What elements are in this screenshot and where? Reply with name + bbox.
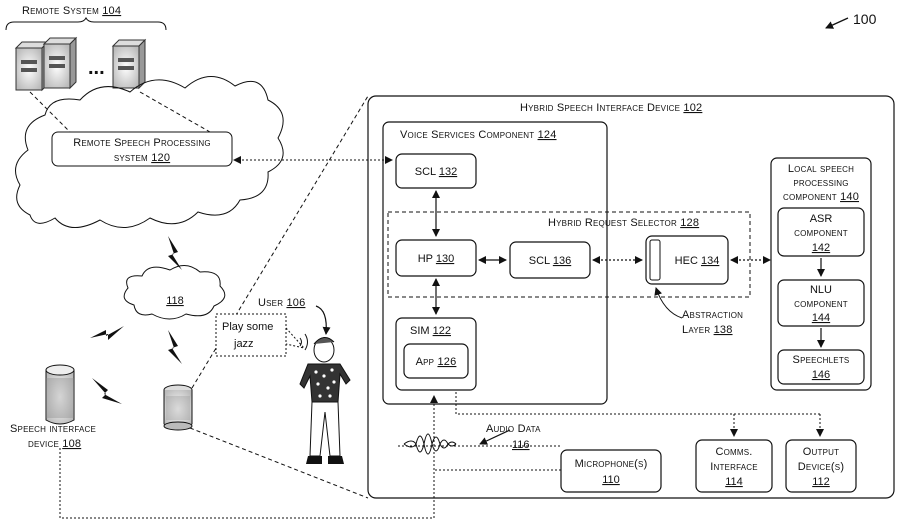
svg-text:system 120: system 120: [114, 152, 170, 164]
svg-text:144: 144: [812, 312, 830, 324]
svg-text:142: 142: [812, 242, 830, 254]
user-speech-bubble: Play some jazz: [215, 313, 306, 357]
svg-text:Remote Speech Processing: Remote Speech Processing: [73, 137, 211, 149]
speech-device-108-icon: [45, 364, 75, 425]
svg-text:Output: Output: [803, 446, 839, 458]
sim-122-box: SIM 122 App 126: [395, 317, 477, 391]
svg-text:device 108: device 108: [28, 438, 81, 450]
svg-text:ASR: ASR: [810, 213, 833, 225]
svg-text:Hybrid Request Selector 128: Hybrid Request Selector 128: [548, 217, 699, 229]
hybrid-request-selector-box: Hybrid Request Selector 128: [387, 211, 751, 298]
svg-text:100: 100: [853, 11, 877, 27]
svg-text:jazz: jazz: [233, 338, 254, 350]
svg-text:Speechlets: Speechlets: [793, 354, 850, 366]
comms-interface-114-box: Comms. Interface 114: [695, 439, 773, 493]
svg-text:Layer 138: Layer 138: [682, 324, 733, 336]
svg-text:SIM 122: SIM 122: [410, 325, 451, 337]
user-label: User 106: [258, 297, 305, 309]
svg-text:processing: processing: [793, 177, 848, 189]
hp-130-box: HP 130: [395, 239, 477, 277]
audio-data-label: Audio Data: [486, 423, 541, 435]
svg-text:116: 116: [512, 439, 530, 451]
svg-text:146: 146: [812, 369, 830, 381]
svg-text:component: component: [794, 298, 848, 310]
network-cloud: 118: [123, 265, 226, 320]
svg-text:Local speech: Local speech: [788, 163, 854, 175]
svg-text:Play some: Play some: [222, 321, 273, 333]
asr-142-box: ASR component 142: [777, 207, 865, 257]
figure-reference: 100: [825, 11, 877, 29]
svg-text:Hybrid Speech Interface Device: Hybrid Speech Interface Device 102: [520, 102, 702, 114]
scl-136-box: SCL 136: [509, 241, 591, 279]
svg-text:component: component: [794, 227, 848, 239]
server-icon-1: [14, 40, 50, 92]
svg-text:Microphone(s): Microphone(s): [575, 458, 648, 470]
cloud-shape: [15, 76, 284, 228]
audio-wave-icon: [398, 433, 560, 455]
hec-134-box: HEC 134: [645, 235, 729, 285]
svg-text:114: 114: [725, 476, 743, 488]
speechlets-146-box: Speechlets 146: [777, 349, 865, 385]
svg-text:110: 110: [602, 474, 620, 486]
svg-text:Abstraction: Abstraction: [682, 309, 743, 321]
svg-text:HEC 134: HEC 134: [675, 255, 720, 267]
svg-text:Voice Services Component 124: Voice Services Component 124: [400, 129, 557, 141]
svg-text:App 126: App 126: [416, 356, 457, 368]
user-person-icon: [299, 333, 351, 464]
hybrid-device-icon: [163, 384, 193, 431]
output-devices-112-box: Output Device(s) 112: [785, 439, 857, 493]
ellipsis: ...: [88, 57, 105, 79]
server-icon-2: [42, 36, 78, 90]
nlu-144-box: NLU component 144: [777, 279, 865, 327]
svg-text:Speech interface: Speech interface: [10, 423, 96, 435]
wireless-link-icons: [90, 236, 182, 404]
svg-text:112: 112: [812, 476, 830, 488]
svg-text:Comms.: Comms.: [715, 446, 752, 458]
microphone-110-box: Microphone(s) 110: [560, 449, 662, 493]
remote-system: Remote System 104 ...: [5, 5, 167, 92]
svg-text:SCL 132: SCL 132: [415, 166, 457, 178]
svg-text:Interface: Interface: [710, 461, 758, 473]
svg-text:SCL 136: SCL 136: [529, 255, 571, 267]
svg-text:component 140: component 140: [783, 191, 859, 203]
svg-text:HP 130: HP 130: [418, 253, 455, 265]
svg-text:NLU: NLU: [810, 284, 832, 296]
remote-speech-processing-box: Remote Speech Processing system 120: [51, 131, 233, 167]
remote-system-label: Remote System 104: [22, 5, 121, 17]
server-icon-3: [111, 38, 147, 90]
svg-text:Device(s): Device(s): [798, 461, 844, 473]
network-num: 118: [166, 295, 184, 307]
hybrid-device-box: Hybrid Speech Interface Device 102: [367, 95, 895, 499]
scl-132-box: SCL 132: [395, 153, 477, 189]
